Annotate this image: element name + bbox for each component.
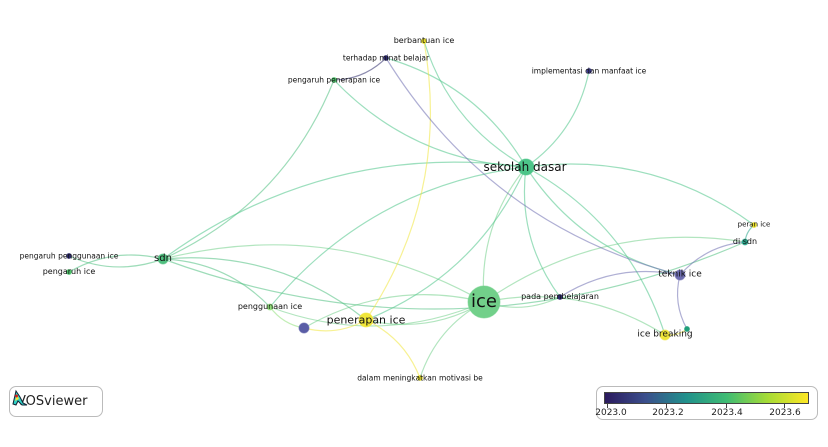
- node-label-dalam_meningkatkan[interactable]: dalam meningkatkan motivasi be: [357, 373, 483, 383]
- node-implementasi[interactable]: [586, 68, 592, 74]
- node-label-penggunaan_ice[interactable]: penggunaan ice: [237, 302, 303, 311]
- node-penggunaan_ice[interactable]: [266, 303, 274, 311]
- node-label-di_sdn[interactable]: di sdn: [732, 237, 758, 246]
- vosviewer-logo: VOSviewer: [9, 386, 103, 417]
- edge-sekolah_dasar-sdn: [162, 161, 527, 260]
- edge-ice-sekolah_dasar: [482, 166, 527, 303]
- node-label-ice[interactable]: ice: [471, 291, 497, 312]
- node-label-sekolah_dasar[interactable]: sekolah dasar: [483, 160, 567, 174]
- edge-sdn-pengaruh_penggunaan: [68, 255, 164, 268]
- edge-sekolah_dasar-pada_pembelajaran: [523, 166, 561, 298]
- legend-tick: [607, 403, 608, 408]
- legend-tick-label: 2023.6: [769, 408, 801, 418]
- edge-teknik_ice-terhadap_minat: [385, 57, 681, 276]
- edge-teknik_ice-pada_pembelajaran: [559, 270, 681, 298]
- node-sekolah_dasar[interactable]: [517, 158, 535, 176]
- node-ice_breaking[interactable]: [659, 329, 671, 341]
- node-sdn[interactable]: [157, 253, 169, 265]
- node-ice_breaking_small[interactable]: [684, 326, 690, 332]
- node-label-ice_breaking[interactable]: ice breaking: [637, 329, 693, 340]
- legend-tick: [726, 403, 727, 408]
- edge-sekolah_dasar-terhadap_minat: [385, 57, 527, 168]
- node-label-penerapan_ice[interactable]: penerapan ice: [326, 313, 406, 327]
- edge-ice-blue_node: [303, 294, 485, 329]
- edge-sekolah_dasar-penggunaan_ice: [269, 166, 527, 308]
- node-label-pada_pembelajaran[interactable]: pada pembelajaran: [521, 292, 599, 301]
- edge-penerapan_ice-berbantuan_ice: [365, 40, 431, 321]
- legend-tick-label: 2023.4: [711, 408, 743, 418]
- color-gradient-bar: [604, 392, 809, 404]
- edge-sekolah_dasar-berbantuan_ice: [423, 40, 527, 168]
- legend-tick-label: 2023.2: [652, 408, 684, 418]
- node-label-sdn[interactable]: sdn: [154, 253, 172, 264]
- node-ice[interactable]: [467, 285, 501, 319]
- node-pengaruh_penggunaan[interactable]: [66, 253, 72, 259]
- edge-sekolah_dasar-implementasi: [525, 70, 590, 168]
- edge-teknik_ice-ice_breaking_small: [676, 274, 688, 330]
- node-peran_ice[interactable]: [751, 222, 757, 228]
- node-dalam_meningkatkan[interactable]: [417, 375, 423, 381]
- edge-sdn-pengaruh_ice: [68, 254, 164, 273]
- node-pengaruh_ice[interactable]: [66, 269, 72, 275]
- node-pengaruh_penerapan[interactable]: [331, 77, 337, 83]
- edge-ice-di_sdn: [483, 236, 746, 303]
- color-scale-legend: 2023.0 2023.2 2023.4 2023.6: [595, 386, 818, 420]
- node-teknik_ice[interactable]: [674, 269, 686, 281]
- node-label-pengaruh_penggunaan[interactable]: pengaruh penggunaan ice: [19, 251, 119, 261]
- node-label-terhadap_minat[interactable]: terhadap minat belajar: [342, 53, 430, 63]
- edge-sekolah_dasar-pengaruh_penerapan: [333, 79, 527, 168]
- edge-teknik_ice-di_sdn: [679, 241, 746, 276]
- edge-sdn-penggunaan_ice: [162, 258, 271, 308]
- edge-sekolah_dasar-ice_breaking: [525, 166, 666, 336]
- node-label-pengaruh_ice[interactable]: pengaruh ice: [42, 267, 96, 276]
- node-pada_pembelajaran[interactable]: [557, 294, 563, 300]
- node-label-peran_ice[interactable]: peran ice: [737, 220, 771, 229]
- node-label-berbantuan_ice[interactable]: berbantuan ice: [393, 36, 455, 45]
- legend-tick-label: 2023.0: [595, 408, 627, 418]
- node-berbantuan_ice[interactable]: [421, 38, 427, 44]
- edge-terhadap_minat-pengaruh_penerapan: [333, 57, 387, 81]
- logo-text: VOSviewer: [17, 394, 88, 409]
- node-blue_node[interactable]: [298, 322, 310, 334]
- node-penerapan_ice[interactable]: [358, 312, 374, 328]
- node-label-pengaruh_penerapan[interactable]: pengaruh penerapan ice: [287, 75, 381, 85]
- edge-sdn-pengaruh_penerapan: [162, 79, 335, 260]
- node-terhadap_minat[interactable]: [383, 55, 389, 61]
- vosviewer-logo-icon: [12, 389, 28, 406]
- legend-tick: [784, 403, 785, 408]
- node-di_sdn[interactable]: [741, 238, 749, 246]
- node-label-teknik_ice[interactable]: teknik ice: [658, 269, 702, 280]
- edge-penerapan_ice-dalam_meningkatkan: [365, 319, 421, 379]
- legend-tick: [666, 403, 667, 408]
- edge-sekolah_dasar-peran_ice: [525, 163, 755, 226]
- edge-ice-ice_breaking: [483, 296, 666, 336]
- node-label-implementasi[interactable]: implementasi dan manfaat ice: [531, 66, 647, 76]
